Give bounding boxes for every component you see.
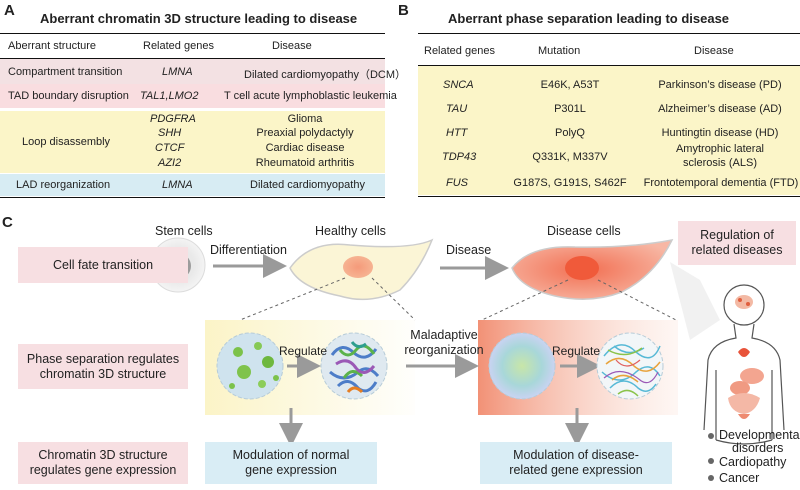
panel-b-band [418, 66, 800, 195]
disease-list-developmental: Developmental [719, 428, 800, 442]
phase-separation-label-line1: Phase separation regulates [26, 351, 180, 366]
regulation-box-line1: Regulation of [700, 228, 774, 242]
panel-b-row1-mutation: E46K, A53T [540, 79, 600, 91]
panel-b-row5-disease: Frontotemporal dementia (FTD) [643, 177, 799, 189]
panel-b-row2-mutation: P301L [554, 103, 586, 115]
differentiation-label: Differentiation [210, 243, 287, 257]
panel-a-row3-gene3: CTCF [155, 142, 185, 154]
phase-separation-label-line2: chromatin 3D structure [39, 366, 167, 381]
panel-a-letter: A [4, 2, 15, 19]
chromatin-label-box: Chromatin 3D structure regulates gene ex… [18, 442, 188, 484]
panel-a-row4-structure: LAD reorganization [16, 179, 111, 191]
panel-c-letter: C [2, 214, 13, 231]
panel-a-row3-disease1: Glioma [287, 113, 323, 125]
panel-b-row4-gene: TDP43 [442, 151, 477, 163]
panel-b-top-rule [418, 33, 800, 34]
panel-a-row-band-1 [0, 59, 385, 84]
panel-a-title: Aberrant chromatin 3D structure leading … [40, 11, 358, 26]
disease-list-disorders: disorders [732, 441, 784, 455]
panel-a-row3-gene4: AZI2 [158, 157, 182, 169]
panel-a-row2-disease: T cell acute lymphoblastic leukemia [224, 90, 397, 102]
panel-b-row5-mutation: G187S, G191S, S462F [513, 177, 627, 189]
panel-a-row-band-4 [0, 174, 385, 196]
panel-a-row3-gene2: SHH [158, 127, 182, 139]
panel-b-row4-disease-line1: Amytrophic lateral [675, 143, 765, 155]
panel-b-row3-mutation: PolyQ [555, 127, 585, 139]
chromatin-label-line1: Chromatin 3D structure [38, 448, 168, 462]
panel-a-header-rule [0, 58, 385, 59]
panel-a-header-disease: Disease [272, 40, 312, 52]
panel-a-row1-structure: Compartment transition [8, 66, 123, 78]
panel-a-top-rule [0, 33, 385, 34]
panel-b-row2-gene: TAU [446, 103, 468, 115]
disease-expression-line1: Modulation of disease- [513, 448, 639, 462]
panel-a-row4-disease: Dilated cardiomyopathy [250, 179, 365, 191]
disease-arrow-label: Disease [446, 243, 492, 257]
panel-a-row3-disease2: Preaxial polydactyly [256, 127, 354, 139]
panel-a-row-band-3 [0, 111, 385, 173]
phase-separation-label-box: Phase separation regulates chromatin 3D … [18, 344, 188, 389]
disease-expression-line2: related gene expression [509, 463, 643, 477]
panel-b-title: Aberrant phase separation leading to dis… [448, 11, 730, 26]
panel-a-row3-gene1: PDGFRA [150, 113, 196, 125]
disease-cells-label: Disease cells [547, 224, 621, 238]
panel-a-row4-gene: LMNA [162, 179, 193, 191]
panel-b-row1-gene: SNCA [443, 79, 474, 91]
panel-b-row5-gene: FUS [446, 177, 468, 189]
panel-a-row3-disease3: Cardiac disease [265, 142, 345, 154]
panel-b-row1-disease: Parkinson’s disease (PD) [658, 79, 782, 91]
panel-a-header-structure: Aberrant structure [8, 40, 97, 52]
maladaptive-label-line1: Maladaptive [410, 328, 478, 342]
panel-b-header-rule [418, 65, 800, 66]
maladaptive-label: Maladaptive reorganization [404, 328, 484, 358]
cell-fate-label-box: Cell fate transition [18, 247, 188, 283]
panel-a-header-genes: Related genes [143, 40, 214, 52]
disease-list-cancer: Cancer [719, 471, 760, 485]
chromatin-label-line2: regulates gene expression [29, 463, 177, 477]
panel-b-bottom-rule [418, 196, 800, 197]
panel-a-row3-disease4: Rheumatoid arthritis [255, 157, 355, 169]
regulation-box: Regulation of related diseases [678, 221, 796, 265]
regulate-label-2: Regulate [552, 344, 601, 358]
panel-b-letter: B [398, 2, 409, 19]
healthy-cells-label: Healthy cells [315, 224, 386, 238]
panel-b-header-disease: Disease [694, 45, 734, 57]
stem-cells-label: Stem cells [155, 224, 213, 238]
panel-a-row-band-2 [0, 84, 385, 108]
panel-b-row4-disease-line2: sclerosis (ALS) [683, 157, 757, 169]
panel-a-row3-structure: Loop disassembly [22, 136, 111, 148]
panel-a-row1-disease: Dilated cardiomyopathy（DCM） [244, 69, 406, 81]
panel-a-row2-gene: TAL1,LMO2 [140, 90, 199, 102]
panel-c-graphics [150, 237, 785, 481]
panel-b-header-genes: Related genes [424, 45, 495, 57]
panel-a-row2-structure: TAD boundary disruption [8, 90, 129, 102]
disease-list-cardiopathy: Cardiopathy [719, 455, 787, 469]
regulation-box-line2: related diseases [691, 243, 783, 257]
panel-a-bottom-rule [0, 197, 385, 198]
cell-fate-label: Cell fate transition [52, 257, 154, 272]
panel-b-row4-mutation: Q331K, M337V [532, 151, 608, 163]
normal-expression-line2: gene expression [245, 463, 337, 477]
normal-expression-box: Modulation of normal gene expression [205, 442, 377, 484]
panel-b-row3-disease: Huntingtin disease (HD) [661, 127, 779, 139]
panel-b-header-mutation: Mutation [538, 45, 581, 57]
panel-a-row1-gene: LMNA [162, 66, 193, 78]
regulate-label-1: Regulate [279, 344, 328, 358]
panel-b-row3-gene: HTT [446, 127, 468, 139]
panel-b-row2-disease: Alzheimer’s disease (AD) [658, 103, 782, 115]
disease-expression-box: Modulation of disease- related gene expr… [480, 442, 672, 484]
maladaptive-label-line2: reorganization [404, 343, 484, 357]
normal-expression-line1: Modulation of normal [232, 448, 350, 462]
